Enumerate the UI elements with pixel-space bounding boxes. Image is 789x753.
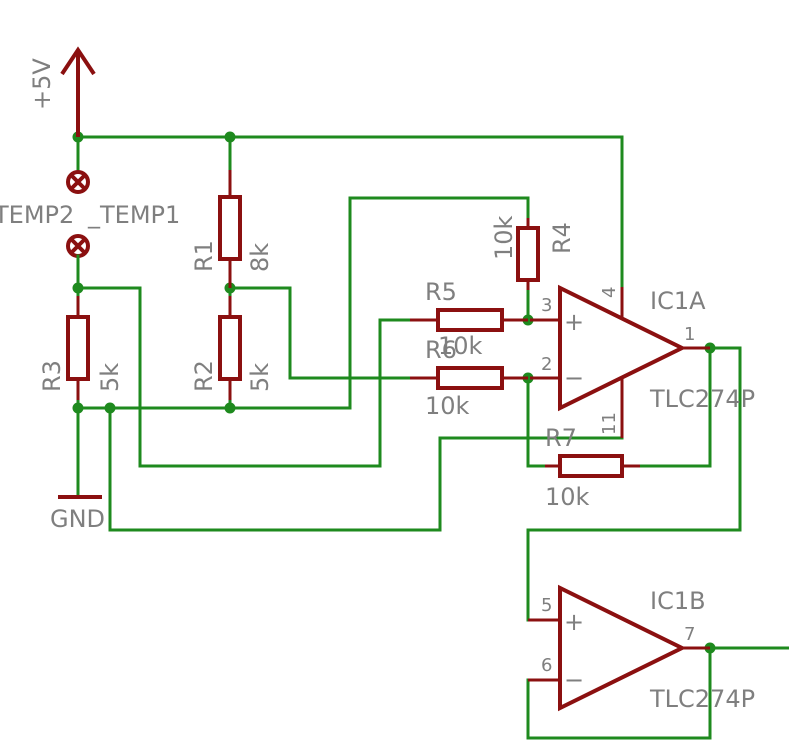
pin-number: 1 bbox=[684, 324, 695, 345]
resistor-r7: R7 10k bbox=[545, 424, 640, 511]
supply-arrow-icon bbox=[60, 46, 96, 137]
resistor-r4: R4 10k bbox=[490, 215, 576, 290]
opamp-pin-lead bbox=[530, 287, 710, 438]
opamp-plus-sign: + bbox=[564, 608, 584, 636]
resistor-r6: R6 10k bbox=[410, 336, 528, 420]
pad-circle-icon bbox=[66, 170, 90, 194]
resistor-value: 10k bbox=[425, 392, 470, 420]
opamp-name: IC1A bbox=[650, 287, 706, 315]
resistor-body-icon bbox=[218, 315, 242, 381]
resistor-value: 5k bbox=[246, 363, 274, 392]
junction-dot bbox=[224, 131, 236, 143]
pin-number: 6 bbox=[541, 655, 552, 676]
opamp-minus-sign: − bbox=[564, 666, 584, 694]
resistor-value: 5k bbox=[96, 363, 124, 392]
wire-sensor-to-r5 bbox=[76, 286, 414, 468]
junction-dot bbox=[104, 402, 116, 414]
pin-number: 5 bbox=[541, 595, 552, 616]
junction-dot bbox=[224, 402, 236, 414]
pin-number: 2 bbox=[541, 354, 552, 375]
resistor-r3: R3 5k bbox=[38, 296, 124, 400]
resistor-value: 10k bbox=[490, 215, 518, 260]
resistor-name: R5 bbox=[425, 278, 457, 306]
resistor-body-icon bbox=[66, 315, 90, 381]
pad-cross-icon bbox=[69, 237, 87, 255]
resistor-body-icon bbox=[516, 226, 540, 282]
supply-label: +5V bbox=[28, 58, 56, 110]
resistor-name: R3 bbox=[38, 360, 66, 392]
resistor-body-icon bbox=[218, 195, 242, 261]
resistor-value: 8k bbox=[246, 243, 274, 272]
opamp-part: TLC274P bbox=[649, 385, 755, 413]
junctions bbox=[72, 131, 716, 654]
wire-vcc-rail bbox=[76, 135, 624, 289]
pad-temp1 bbox=[66, 170, 90, 194]
resistor-r5: R5 10k bbox=[410, 278, 528, 360]
resistor-value: 10k bbox=[545, 483, 590, 511]
ground-symbol: GND bbox=[50, 495, 105, 533]
opamp-ic1b: + − 5 6 7 IC1B TLC274P bbox=[528, 584, 755, 713]
wire-r7-to-out bbox=[620, 346, 712, 468]
opamp-pin-lead bbox=[528, 618, 710, 682]
resistor-name: R2 bbox=[190, 360, 218, 392]
opamp-name: IC1B bbox=[650, 587, 706, 615]
wire-minus-to-r7 bbox=[526, 376, 562, 468]
ground-label: GND bbox=[50, 505, 105, 533]
resistor-r2: R2 5k bbox=[190, 296, 274, 400]
resistor-value: 10k bbox=[438, 332, 483, 360]
resistor-name: R6 bbox=[425, 336, 457, 364]
junction-dot bbox=[72, 402, 84, 414]
resistor-name: R4 bbox=[548, 222, 576, 254]
resistor-body-icon bbox=[436, 308, 504, 332]
resistor-r1: R1 8k bbox=[190, 170, 274, 288]
pad-cross-icon bbox=[69, 173, 87, 191]
resistor-name: R1 bbox=[190, 240, 218, 272]
resistor-body-icon bbox=[436, 366, 504, 390]
resistor-name: R7 bbox=[545, 424, 577, 452]
resistor-body-icon bbox=[558, 454, 624, 478]
pin-number: 4 bbox=[599, 287, 620, 298]
pin-number: 7 bbox=[684, 624, 695, 645]
pad-temp2 bbox=[66, 234, 90, 258]
opamp-triangle-icon bbox=[558, 584, 687, 712]
supply-symbol: +5V bbox=[28, 46, 96, 137]
pin-number: 11 bbox=[599, 412, 620, 435]
pin-number: 3 bbox=[541, 295, 552, 316]
opamp-part: TLC274P bbox=[649, 685, 755, 713]
opamp-ic1a: + − 3 2 1 4 11 IC1A TLC274P bbox=[530, 284, 755, 438]
wire-gnd-bus bbox=[76, 196, 530, 410]
opamp-minus-sign: − bbox=[564, 364, 584, 392]
opamp-plus-sign: + bbox=[564, 308, 584, 336]
sensor-pads: TEMP2 _TEMP1 bbox=[0, 170, 180, 290]
sensor-label-temp2: TEMP2 bbox=[0, 201, 74, 229]
sensor-label-temp1: _TEMP1 bbox=[87, 201, 180, 229]
